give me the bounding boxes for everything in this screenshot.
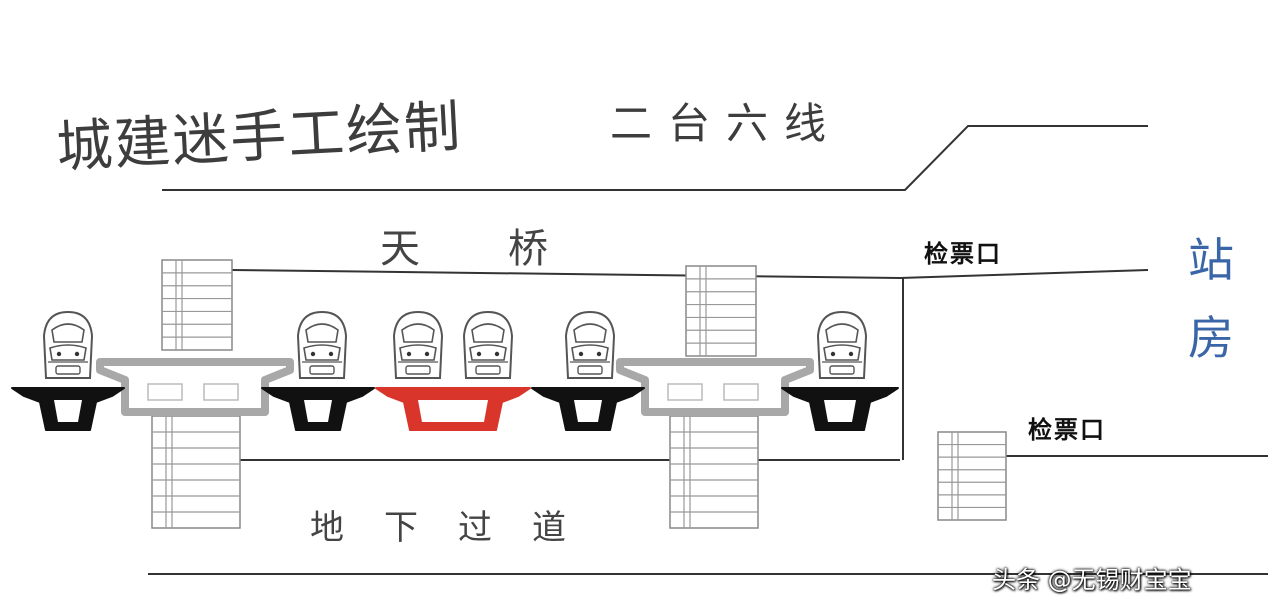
stairs-down-2 xyxy=(669,415,759,529)
train-2 xyxy=(296,310,348,379)
train-5 xyxy=(564,310,616,379)
platform-1 xyxy=(96,358,294,416)
station-building-label-1: 站 xyxy=(1188,233,1234,287)
structure-lines xyxy=(148,125,1268,575)
train-6 xyxy=(816,310,868,379)
train-3 xyxy=(392,310,444,379)
watermark: 头条 @无锡财宝宝 xyxy=(992,566,1192,594)
ticket-gate-upper-label: 检票口 xyxy=(924,240,1002,268)
ticket-gate-lower-label: 检票口 xyxy=(1028,416,1106,444)
bridge-lower-line xyxy=(231,269,901,279)
track-2 xyxy=(261,387,375,431)
stairs-down-1 xyxy=(151,415,241,529)
track-3 xyxy=(375,387,531,431)
platform-layer xyxy=(96,358,814,416)
stairs-layer xyxy=(151,259,1007,529)
train-4 xyxy=(462,310,514,379)
track-5 xyxy=(781,387,899,431)
underpass-label: 地下过道 xyxy=(310,508,606,548)
platform-2 xyxy=(616,358,814,416)
stairs-up-1 xyxy=(161,259,233,351)
upper-gate-line xyxy=(899,269,1149,279)
diagram-subtitle: 二台六线 xyxy=(610,99,843,148)
train-1 xyxy=(42,310,94,379)
overpass-label: 天桥 xyxy=(380,226,636,272)
stairs-up-2 xyxy=(685,265,757,357)
track-1 xyxy=(11,387,125,431)
stairs-gate xyxy=(937,431,1007,521)
station-building-label-2: 房 xyxy=(1188,311,1234,365)
track-layer xyxy=(11,387,899,431)
top-boundary-line xyxy=(162,125,1148,191)
track-4 xyxy=(531,387,645,431)
train-layer xyxy=(42,310,868,379)
